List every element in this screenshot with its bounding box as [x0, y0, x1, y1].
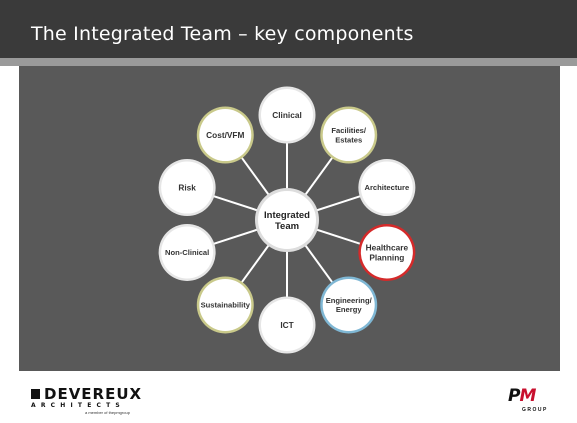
node-circle-engineering-energy	[322, 278, 375, 331]
slide-title: The Integrated Team – key components	[31, 23, 414, 45]
node-label-engineering-energy-line-1: Engineering/	[326, 296, 373, 305]
node-label-facilities-estates-line-1: Facilities/	[331, 126, 366, 135]
pm-logo-p: P	[508, 386, 521, 406]
devereux-logo-tagline: a member of thepmgroup	[85, 410, 130, 415]
title-divider	[0, 58, 577, 66]
node-circle-non-clinical	[161, 226, 214, 279]
node-architecture: Architecture	[358, 159, 416, 217]
footer	[0, 371, 577, 423]
pm-group-logo: PM GROUP	[508, 386, 548, 418]
slide-title-bar: The Integrated Team – key components	[0, 0, 577, 58]
hub-label-line-1: Integrated	[264, 210, 310, 221]
node-label-sustainability-line-1: Sustainability	[201, 301, 251, 310]
node-label-clinical-line-1: Clinical	[272, 110, 302, 120]
node-circle-risk	[161, 161, 214, 214]
node-circle-sustainability	[199, 278, 252, 331]
pm-logo-m: M	[519, 386, 536, 406]
devereux-logo-subtitle: ARCHITECTS	[31, 402, 125, 409]
node-label-facilities-estates-line-2: Estates	[335, 135, 362, 144]
node-engineering-energy: Engineering/Energy	[320, 276, 378, 334]
node-circle-facilities-estates	[322, 109, 375, 162]
node-label-non-clinical-line-1: Non-Clinical	[165, 248, 209, 257]
node-label-ict-line-1: ICT	[280, 320, 293, 330]
devereux-logo-name: DEVEREUX	[44, 385, 143, 403]
node-risk: Risk	[158, 159, 216, 217]
node-sustainability: Sustainability	[196, 276, 254, 334]
integrated-team-diagram: ClinicalFacilities/EstatesArchitectureHe…	[158, 86, 416, 354]
pm-logo-letters: PM	[508, 386, 536, 406]
devereux-architects-logo: DEVEREUX ARCHITECTS a member of thepmgro…	[31, 385, 151, 417]
node-label-healthcare-planning-line-1: Healthcare	[366, 242, 409, 252]
node-circle-cost-vfm	[199, 109, 252, 162]
devereux-logo-square	[31, 389, 40, 399]
node-circle-clinical	[261, 89, 313, 141]
node-label-risk-line-1: Risk	[178, 182, 196, 192]
node-ict: ICT	[258, 296, 316, 354]
node-clinical: Clinical	[258, 86, 316, 144]
node-circle-ict	[261, 299, 313, 351]
node-label-cost-vfm-line-1: Cost/VFM	[206, 130, 244, 140]
pm-logo-group: GROUP	[522, 407, 548, 413]
node-non-clinical: Non-Clinical	[158, 223, 216, 281]
node-circle-architecture	[360, 161, 413, 214]
hub-circle	[258, 191, 316, 249]
node-circle-healthcare-planning	[360, 226, 413, 279]
node-label-healthcare-planning-line-2: Planning	[369, 252, 404, 262]
node-label-architecture-line-1: Architecture	[364, 183, 409, 192]
node-label-engineering-energy-line-2: Energy	[336, 305, 363, 314]
node-facilities-estates: Facilities/Estates	[320, 106, 378, 164]
hub-label-line-2: Team	[275, 221, 299, 232]
node-cost-vfm: Cost/VFM	[196, 106, 254, 164]
